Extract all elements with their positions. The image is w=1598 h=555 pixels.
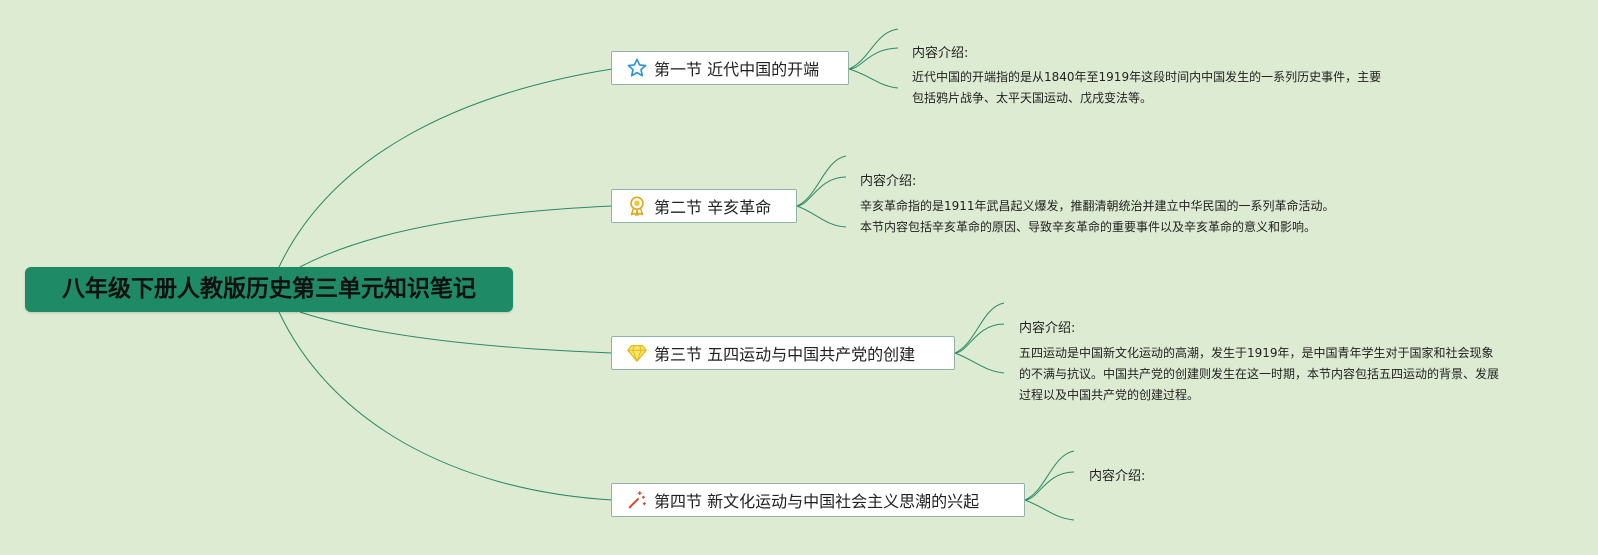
connector-topic-3-notes <box>954 302 1005 374</box>
connector-root-topic-4 <box>278 311 613 501</box>
root-topic[interactable]: 八年级下册人教版历史第三单元知识笔记 <box>25 267 513 312</box>
topic-section-2[interactable]: 第二节 辛亥革命 <box>611 189 797 223</box>
connector-root-topic-3 <box>299 311 613 354</box>
note-text: 五四运动是中国新文化运动的高潮，发生于1919年，是中国青年学生对于国家和社会现… <box>1019 346 1500 402</box>
connector-topic-4-notes <box>1024 450 1075 521</box>
note-label: 内容介绍: <box>1089 469 1146 484</box>
topic-title: 第二节 辛亥革命 <box>654 198 772 217</box>
note-text: 辛亥革命指的是1911年武昌起义爆发，推翻清朝统治并建立中华民国的一系列革命活动… <box>860 199 1335 234</box>
diamond-icon <box>626 342 648 364</box>
topic-section-4[interactable]: 第四节 新文化运动与中国社会主义思潮的兴起 <box>611 483 1025 517</box>
note-label: 内容介绍: <box>1019 321 1076 336</box>
magic-wand-icon <box>626 489 648 511</box>
star-icon <box>626 57 648 79</box>
award-medal-icon <box>626 195 648 217</box>
topic-section-3[interactable]: 第三节 五四运动与中国共产党的创建 <box>611 336 955 370</box>
topic-section-1[interactable]: 第一节 近代中国的开端 <box>611 51 849 85</box>
connector-root-topic-2 <box>299 205 613 268</box>
topic-title: 第一节 近代中国的开端 <box>654 60 820 79</box>
connector-root-topic-1 <box>278 68 613 268</box>
note-text: 近代中国的开端指的是从1840年至1919年这段时间内中国发生的一系列历史事件，… <box>912 70 1382 105</box>
connector-topic-1-notes <box>848 28 899 89</box>
note-label: 内容介绍: <box>912 46 969 61</box>
topic-title: 第四节 新文化运动与中国社会主义思潮的兴起 <box>654 492 980 511</box>
note-label: 内容介绍: <box>860 174 917 189</box>
topic-title: 第三节 五四运动与中国共产党的创建 <box>654 345 916 364</box>
connector-topic-2-notes <box>796 155 847 228</box>
